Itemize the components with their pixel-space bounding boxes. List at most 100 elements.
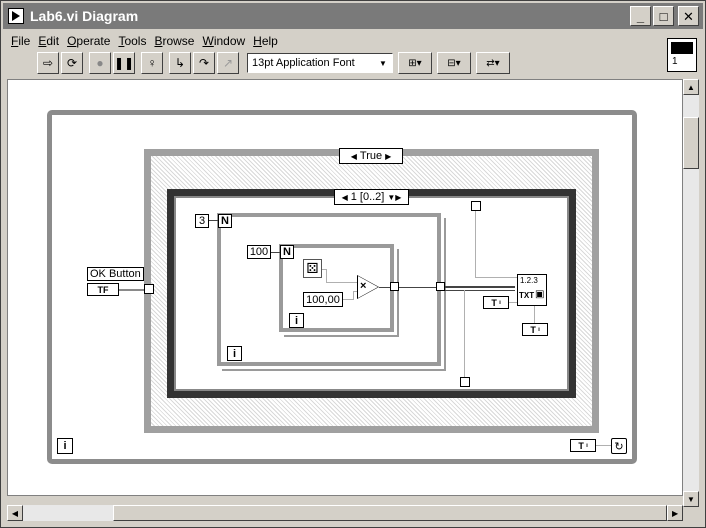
step-into-icon: ↳	[174, 56, 186, 70]
multiply-constant[interactable]: 100,00	[303, 292, 343, 307]
step-over-button[interactable]: ↷	[193, 52, 215, 74]
case-next-icon: ▶	[385, 151, 392, 161]
wire	[353, 291, 357, 292]
window-title: Lab6.vi Diagram	[30, 8, 139, 24]
run-arrow-icon: ⇨	[42, 56, 54, 70]
wire	[379, 287, 391, 288]
outer-count-terminal[interactable]: N	[218, 214, 232, 228]
menu-tools[interactable]: Tools	[118, 34, 147, 48]
menu-help[interactable]: Help	[253, 34, 278, 48]
font-selector[interactable]: 13pt Application Font ▼	[247, 53, 393, 73]
run-continuously-button[interactable]: ⟳	[61, 52, 83, 74]
boolean-wire	[119, 289, 145, 291]
minimize-button[interactable]: _	[630, 6, 651, 26]
pause-icon: ❚❚	[113, 56, 135, 70]
dice-icon: ⚄	[306, 260, 319, 276]
title-bar[interactable]: Lab6.vi Diagram _ □ ✕	[3, 3, 703, 29]
sequence-tunnel-bottom[interactable]	[460, 377, 470, 387]
sequence-tunnel-top[interactable]	[471, 201, 481, 211]
menu-window[interactable]: Window	[202, 34, 246, 48]
highlight-execution-button[interactable]: ♀	[141, 52, 163, 74]
outer-tunnel[interactable]	[436, 282, 445, 291]
step-out-icon: ↗	[222, 56, 234, 70]
case-selector-terminal[interactable]	[144, 284, 154, 294]
horizontal-scroll-thumb[interactable]	[112, 505, 668, 521]
outer-count-constant[interactable]: 3	[195, 214, 209, 228]
toolbar: ⇨ ⟳ ● ❚❚ ♀ ↳ ↷ ↗ 13pt Application Font ▼…	[3, 51, 663, 75]
wire	[475, 211, 476, 277]
close-button[interactable]: ✕	[678, 6, 699, 26]
wire	[343, 299, 353, 300]
vertical-scroll-thumb[interactable]	[683, 117, 699, 169]
labview-vi-icon	[8, 8, 24, 24]
menu-browse[interactable]: Browse	[154, 34, 195, 48]
file-node-txt: TXT	[519, 291, 535, 300]
case-selector[interactable]: ◀True▶	[339, 148, 403, 164]
menu-bar: File Edit Operate Tools Browse Window He…	[3, 32, 663, 50]
vi-icon	[671, 42, 693, 54]
random-number-node[interactable]: ⚄	[303, 259, 322, 278]
wire	[326, 269, 327, 283]
vertical-scrollbar[interactable]: ▲ ▼	[683, 79, 699, 507]
outer-iteration-terminal[interactable]: i	[227, 346, 242, 361]
array-wire	[445, 286, 515, 288]
reorder-button[interactable]: ⇄▾	[476, 52, 510, 74]
step-over-icon: ↷	[198, 56, 210, 70]
inner-iteration-terminal[interactable]: i	[289, 313, 304, 328]
ok-button-terminal[interactable]: TF	[87, 283, 119, 296]
seq-next-icon: ▼▶	[387, 192, 402, 202]
stop-circle-icon: ●	[96, 56, 104, 70]
file-path-indicator[interactable]: T ᶦ	[522, 323, 548, 336]
menu-operate[interactable]: Operate	[67, 34, 111, 48]
distribute-icon: ⊟▾	[447, 57, 461, 69]
while-iteration-terminal[interactable]: i	[57, 438, 73, 454]
loop-condition-terminal[interactable]: ↻	[611, 438, 627, 454]
sequence-selector[interactable]: ◀1 [0..2]▼▶	[334, 189, 409, 205]
menu-edit[interactable]: Edit	[38, 34, 60, 48]
wire	[326, 282, 357, 283]
menu-file[interactable]: File	[11, 34, 31, 48]
abort-button[interactable]: ●	[89, 52, 111, 74]
scroll-right-icon[interactable]: ▶	[667, 505, 683, 521]
continue-icon: ↻	[614, 440, 624, 453]
wire	[271, 252, 281, 253]
run-continuous-icon: ⟳	[66, 56, 78, 70]
align-objects-button[interactable]: ⊞▾	[398, 52, 432, 74]
chevron-down-icon: ▼	[379, 58, 387, 68]
wire	[475, 277, 519, 278]
ok-button-label: OK Button	[87, 267, 144, 281]
multiply-symbol: ×	[360, 280, 367, 292]
while-loop[interactable]	[47, 110, 637, 464]
distribute-objects-button[interactable]: ⊟▾	[437, 52, 471, 74]
run-button[interactable]: ⇨	[37, 52, 59, 74]
inner-tunnel[interactable]	[390, 282, 399, 291]
wire	[399, 287, 436, 288]
pause-button[interactable]: ❚❚	[113, 52, 135, 74]
write-spreadsheet-file-node[interactable]: 1.2.3 TXT ▣	[517, 274, 547, 306]
scroll-up-icon[interactable]: ▲	[683, 79, 699, 95]
format-string-terminal[interactable]: T ᶦ	[483, 296, 509, 309]
inner-count-terminal[interactable]: N	[280, 245, 294, 259]
floppy-disk-icon: ▣	[535, 289, 545, 300]
while-string-indicator[interactable]: T ᶦ	[570, 439, 596, 452]
scroll-down-icon[interactable]: ▼	[683, 491, 699, 507]
inner-count-constant[interactable]: 100	[247, 245, 271, 259]
horizontal-scrollbar[interactable]: ◀ ▶	[7, 505, 683, 521]
wire	[353, 291, 354, 300]
window-controls: _ □ ✕	[630, 6, 699, 26]
scroll-left-icon[interactable]: ◀	[7, 505, 23, 521]
wire	[209, 220, 219, 221]
vi-icon-connector-pane[interactable]: 1	[667, 38, 697, 72]
reorder-icon: ⇄▾	[486, 57, 500, 69]
maximize-button[interactable]: □	[653, 6, 674, 26]
wire	[509, 302, 517, 303]
align-icon: ⊞▾	[408, 57, 422, 69]
array-wire	[445, 290, 515, 291]
case-prev-icon: ◀	[350, 151, 357, 161]
wire	[534, 306, 535, 323]
multiply-node[interactable]	[358, 276, 378, 298]
step-out-button[interactable]: ↗	[217, 52, 239, 74]
wire	[596, 445, 611, 446]
step-into-button[interactable]: ↳	[169, 52, 191, 74]
